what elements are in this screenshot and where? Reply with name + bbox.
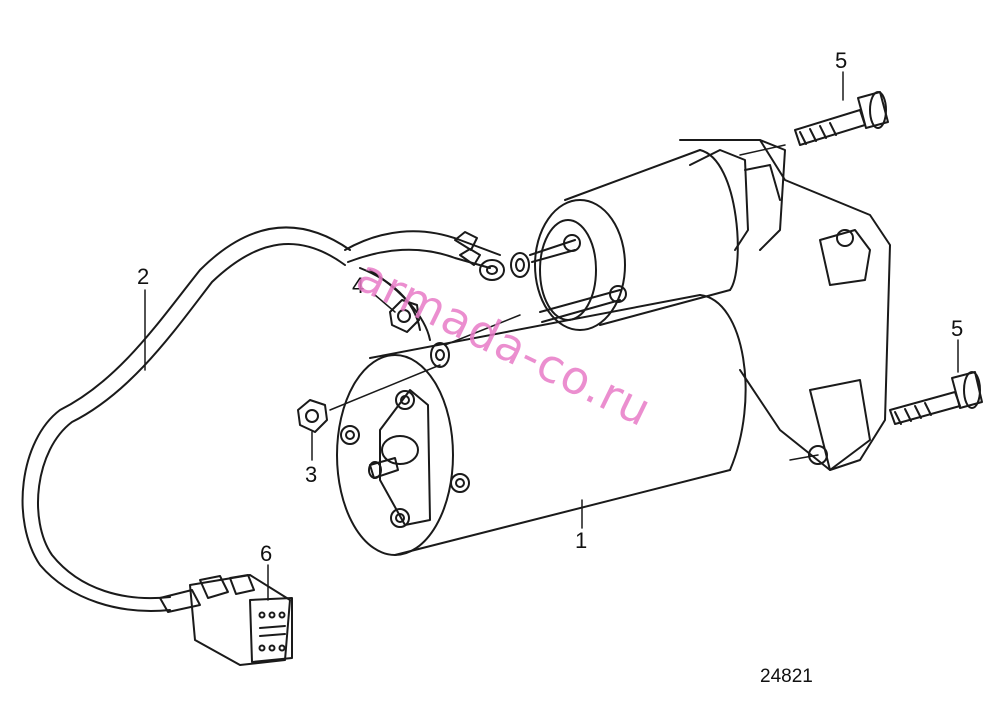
callout-3: 3 <box>305 462 318 487</box>
callout-4: 4 <box>352 273 365 298</box>
callout-1: 1 <box>575 528 588 553</box>
figure-number: 24821 <box>760 666 813 687</box>
callout-5-lower: 5 <box>951 316 964 341</box>
nut-4 <box>389 299 420 333</box>
callout-2: 2 <box>137 264 150 289</box>
callout-5-upper: 5 <box>835 48 848 73</box>
nut-3 <box>297 399 328 433</box>
wiring-harness <box>21 226 530 612</box>
starter-motor <box>336 139 891 556</box>
bolt-lower <box>889 371 983 425</box>
connector <box>159 574 293 666</box>
leader-lines <box>144 71 959 601</box>
bolt-upper <box>794 91 889 146</box>
callout-6: 6 <box>260 541 273 566</box>
